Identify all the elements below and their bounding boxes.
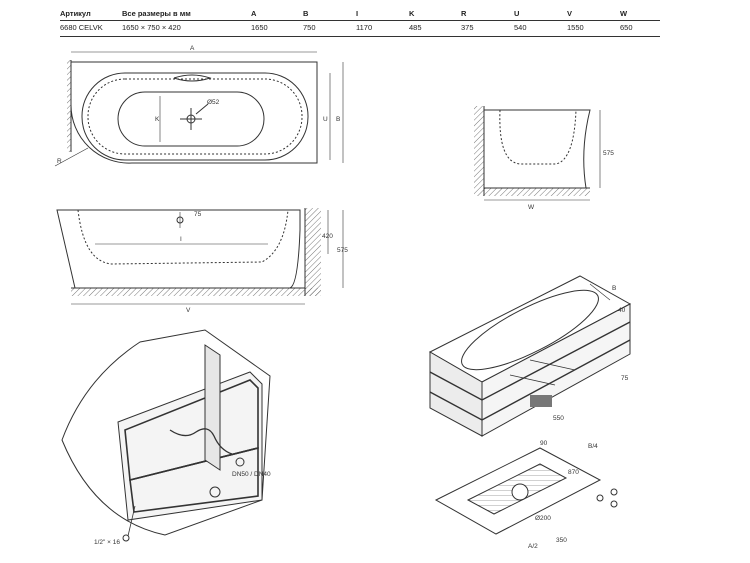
end-w-label: W [528,204,535,211]
iso-b-label: B [612,285,616,292]
col-r: R [461,9,467,18]
top-view: Ø52 K A U B R [54,45,344,167]
spec-value-row: 6680 CELVK 1650 × 750 × 420 1650 750 117… [60,22,660,34]
iso-870-label: 870 [568,469,579,476]
frame-upper [124,379,259,482]
side-wall-hatch [305,208,321,296]
iso-basin [461,289,599,371]
tub-rim-inner [87,78,303,155]
top-k-label: K [155,116,160,123]
top-r-label: R [57,158,62,165]
frame-dn-label: DN50 / DN40 [232,471,271,478]
tub-body-side [56,209,301,289]
side-view: 75 I 420 575 V [56,208,348,314]
floor-drain-hole [511,483,529,501]
iso-view: 550 90 B 40 75 Ø200 350 870 B/4 A/2 [428,275,632,550]
siphon-icon [235,457,245,467]
col-k: K [409,9,415,18]
side-drain-circle [176,216,184,224]
top-drain-label: Ø52 [207,99,220,106]
val-sizes: 1650 × 750 × 420 [122,23,181,32]
val-article: 6680 CELVK [60,23,103,32]
end-view: W 575 [474,106,614,211]
dim-r-line [54,147,89,167]
val-i: 1170 [356,23,373,32]
val-w: 650 [620,23,633,32]
col-a: A [251,9,257,18]
tool-icon-3 [610,500,618,508]
col-sizes: Все размеры в мм [122,9,191,18]
iso-75-label: 75 [621,375,629,382]
col-i: I [356,9,359,18]
dn-fitting-icon [209,486,221,498]
val-k: 485 [409,23,422,32]
side-75-label: 75 [194,211,202,218]
col-article: Артикул [60,9,91,18]
foot-screw-icon [122,534,130,542]
tub-shell-outline [61,329,271,536]
side-i-label: I [180,236,182,243]
iso-side-face [481,303,631,437]
floor-plate [434,447,602,535]
top-wall-hatch [67,60,71,152]
side-575-label: 575 [337,247,348,254]
drain-leader [195,103,209,115]
iso-b4-label: B/4 [588,443,598,450]
tub-body-end [483,109,591,189]
top-u-label: U [323,116,328,123]
frame-post [204,344,221,471]
frame-body [117,371,263,521]
frame-thread-label: 1/2" × 16 [94,539,120,546]
drain-pipe [169,428,233,455]
end-wall-hatch [474,106,484,196]
tool-icon-1 [596,494,604,502]
side-v-label: V [186,307,191,314]
iso-550-label: 550 [553,415,564,422]
iso-a2-label: A/2 [528,543,538,550]
iso-200-label: Ø200 [535,515,551,522]
tub-basin-side [77,209,289,265]
val-b: 750 [303,23,316,32]
val-r: 375 [461,23,474,32]
tub-rim-outer [81,72,309,161]
col-w: W [620,9,628,18]
top-a-label: A [190,45,195,52]
tool-icon-2 [610,488,618,496]
frame-view: DN50 / DN40 1/2" × 16 [61,329,271,546]
iso-40-label: 40 [618,307,626,314]
end-floor-hatch [484,188,590,196]
tub-basin-end [499,109,577,165]
spec-bottom-rule [60,36,660,37]
val-a: 1650 [251,23,268,32]
tub-basin [117,91,265,147]
top-b-label: B [336,116,340,123]
end-575-label: 575 [603,150,614,157]
tub-outline-top [70,61,318,164]
iso-drain-panel [530,395,552,407]
side-420-label: 420 [322,233,333,240]
val-v: 1550 [567,23,584,32]
spec-divider [60,20,660,21]
val-u: 540 [514,23,527,32]
iso-90-label: 90 [540,440,548,447]
col-u: U [514,9,520,18]
side-floor-hatch [71,288,321,296]
iso-350-label: 350 [556,537,567,544]
iso-front-face [429,351,483,437]
spec-table: Артикул Все размеры в мм A B I K R U V W… [60,8,660,37]
spec-header-row: Артикул Все размеры в мм A B I K R U V W [60,8,660,20]
col-b: B [303,9,309,18]
col-v: V [567,9,573,18]
overflow-shape [173,74,212,82]
